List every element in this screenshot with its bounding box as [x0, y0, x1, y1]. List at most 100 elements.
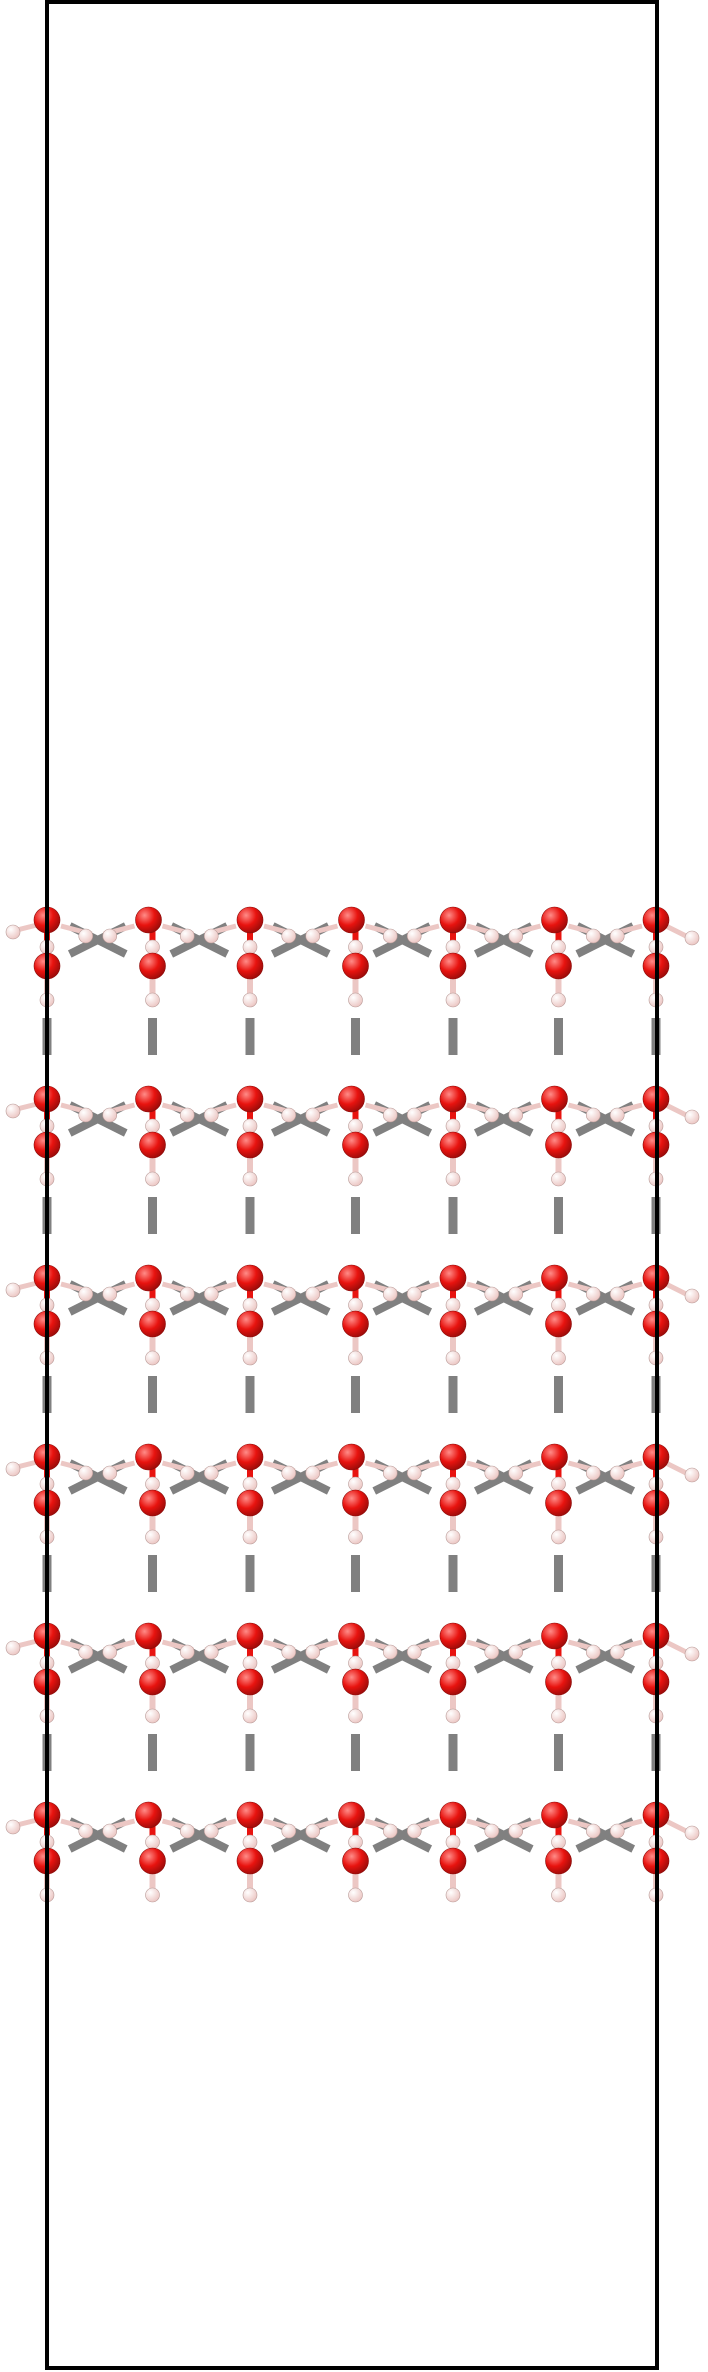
hydrogen-atom	[203, 1107, 219, 1123]
hydrogen-atom	[145, 1118, 160, 1134]
hydrogen-atom	[281, 1823, 297, 1839]
hydrogen-atom	[203, 928, 219, 944]
hydrogen-atom	[609, 928, 625, 944]
unit-cell-border	[45, 0, 659, 2370]
hydrogen-atom	[445, 1350, 461, 1366]
hydrogen-atom	[585, 1644, 601, 1660]
hydrogen-atom	[102, 1823, 118, 1839]
oxygen-atom	[236, 1085, 264, 1113]
hydrogen-atom	[102, 1107, 118, 1123]
hydrogen-atom	[145, 1297, 160, 1313]
oxygen-atom	[439, 1310, 467, 1338]
hydrogen-atom	[102, 1644, 118, 1660]
hydrogen-atom	[382, 1465, 398, 1481]
hydrogen-atom	[484, 1465, 500, 1481]
hydrogen-atom	[585, 1823, 601, 1839]
hydrogen-atom	[281, 1107, 297, 1123]
hydrogen-atom	[609, 1823, 625, 1839]
oxygen-atom	[545, 1668, 572, 1696]
hydrogen-atom	[305, 1286, 321, 1302]
hydrogen-atom	[348, 1171, 363, 1187]
hydrogen-atom	[551, 1834, 566, 1850]
hydrogen-atom	[445, 1118, 461, 1134]
hydrogen-atom	[508, 1286, 524, 1302]
hydrogen-atom	[445, 1834, 461, 1850]
oxygen-atom	[139, 1847, 166, 1875]
hydrogen-atom	[348, 1655, 363, 1671]
hydrogen-atom	[145, 1171, 160, 1187]
oxygen-atom	[236, 1622, 264, 1650]
oxygen-atom	[342, 1310, 369, 1338]
hydrogen-atom	[406, 1286, 422, 1302]
hydrogen-atom	[242, 1834, 258, 1850]
hydrogen-atom	[609, 1286, 625, 1302]
oxygen-atom	[541, 1622, 568, 1650]
hydrogen-atom	[242, 1171, 258, 1187]
hydrogen-atom	[484, 1286, 500, 1302]
hydrogen-atom	[551, 1655, 566, 1671]
hydrogen-atom	[5, 1103, 21, 1119]
hydrogen-atom	[281, 928, 297, 944]
hydrogen-atom	[242, 992, 258, 1008]
hydrogen-atom	[78, 1465, 94, 1481]
hydrogen-atom	[145, 1887, 160, 1903]
hydrogen-atom	[551, 1171, 566, 1187]
hydrogen-atom	[484, 928, 500, 944]
hydrogen-atom	[305, 1823, 321, 1839]
hydrogen-atom	[102, 1286, 118, 1302]
oxygen-atom	[236, 1131, 264, 1159]
hydrogen-atom	[551, 1350, 566, 1366]
hydrogen-atom	[382, 928, 398, 944]
hydrogen-atom	[406, 1644, 422, 1660]
hydrogen-atom	[508, 928, 524, 944]
oxygen-atom	[139, 1131, 166, 1159]
oxygen-atom	[439, 1085, 467, 1113]
hydrogen-atom	[551, 1476, 566, 1492]
hydrogen-atom	[78, 1823, 94, 1839]
hydrogen-atom	[242, 1887, 258, 1903]
hydrogen-atom	[585, 1286, 601, 1302]
hydrogen-atom	[684, 1288, 700, 1304]
hydrogen-atom	[242, 1655, 258, 1671]
hydrogen-atom	[406, 1107, 422, 1123]
oxygen-atom	[342, 1131, 369, 1159]
hydrogen-atom	[5, 924, 21, 940]
hydrogen-atom	[242, 1708, 258, 1724]
hydrogen-atom	[145, 1529, 160, 1545]
hydrogen-atom	[508, 1823, 524, 1839]
oxygen-atom	[342, 952, 369, 980]
hydrogen-atom	[406, 1823, 422, 1839]
hydrogen-atom	[179, 1107, 195, 1123]
hydrogen-atom	[348, 1476, 363, 1492]
hydrogen-atom	[203, 1644, 219, 1660]
hydrogen-atom	[179, 1823, 195, 1839]
oxygen-atom	[135, 1801, 162, 1829]
hydrogen-atom	[551, 1297, 566, 1313]
oxygen-atom	[439, 1131, 467, 1159]
hydrogen-atom	[242, 1118, 258, 1134]
hydrogen-atom	[406, 1465, 422, 1481]
hydrogen-atom	[203, 1465, 219, 1481]
hydrogen-atom	[508, 1107, 524, 1123]
hydrogen-atom	[145, 939, 160, 955]
hydrogen-atom	[508, 1644, 524, 1660]
hydrogen-atom	[242, 1476, 258, 1492]
hydrogen-atom	[179, 928, 195, 944]
oxygen-atom	[545, 952, 572, 980]
oxygen-atom	[139, 1668, 166, 1696]
oxygen-atom	[236, 906, 264, 934]
hydrogen-atom	[551, 1887, 566, 1903]
hydrogen-atom	[445, 1476, 461, 1492]
oxygen-atom	[439, 1443, 467, 1471]
hydrogen-atom	[281, 1286, 297, 1302]
hydrogen-atom	[179, 1465, 195, 1481]
hydrogen-atom	[348, 1529, 363, 1545]
hydrogen-atom	[484, 1107, 500, 1123]
oxygen-atom	[338, 1085, 365, 1113]
oxygen-atom	[541, 906, 568, 934]
oxygen-atom	[338, 906, 365, 934]
hydrogen-atom	[5, 1461, 21, 1477]
oxygen-atom	[342, 1847, 369, 1875]
hydrogen-atom	[78, 1107, 94, 1123]
